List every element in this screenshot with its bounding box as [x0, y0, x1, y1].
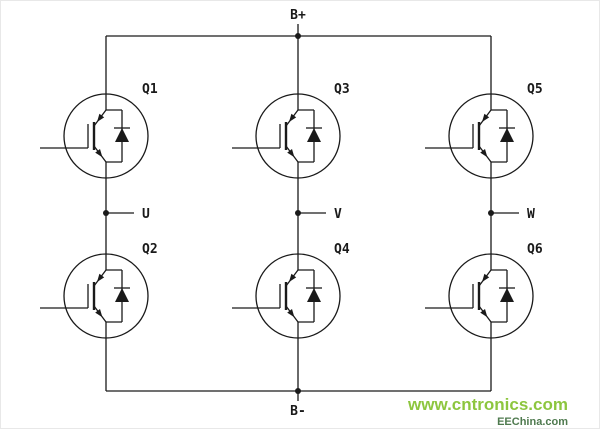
igbt-q6-icon	[423, 252, 535, 340]
igbt-q1-icon	[38, 92, 150, 180]
igbt-q5-icon	[423, 92, 535, 180]
dc-bus-negative-label: B-	[290, 404, 306, 419]
phase-label-u: U	[142, 207, 150, 222]
phase-label-w: W	[527, 207, 535, 222]
transistor-label-q6: Q6	[527, 242, 543, 257]
transistor-label-q1: Q1	[142, 82, 158, 97]
watermark-text: www.cntronics.com	[407, 395, 568, 414]
igbt-q3-icon	[230, 92, 342, 180]
transistor-label-q3: Q3	[334, 82, 350, 97]
transistor-label-q5: Q5	[527, 82, 543, 97]
transistor-label-q2: Q2	[142, 242, 158, 257]
dc-bus-positive-label: B+	[290, 8, 306, 23]
brand-text: EEChina.com	[497, 416, 568, 428]
transistor-label-q4: Q4	[334, 242, 350, 257]
igbt-q2-icon	[38, 252, 150, 340]
phase-label-v: V	[334, 207, 342, 222]
igbt-q4-icon	[230, 252, 342, 340]
